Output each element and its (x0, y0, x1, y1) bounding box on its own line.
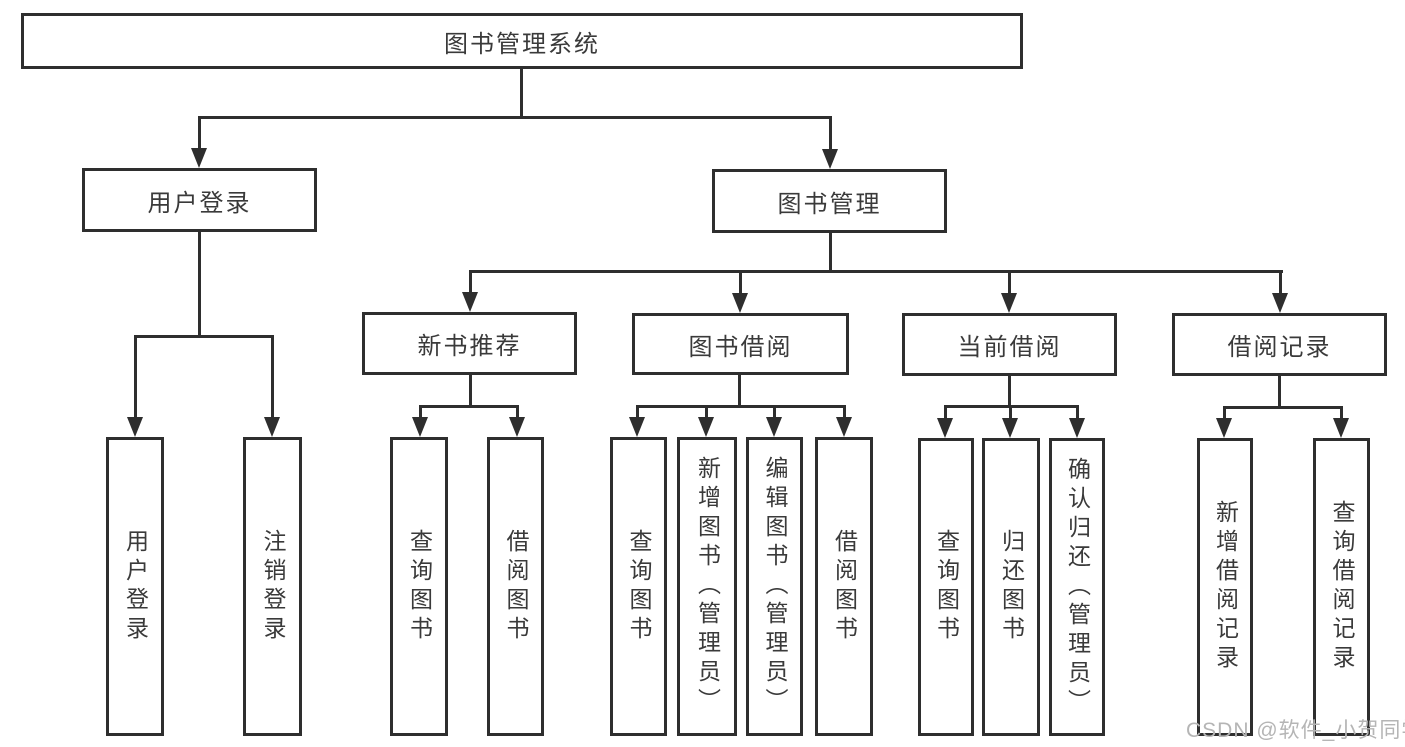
connector-drop-leaf (271, 335, 274, 417)
arrow-down-icon (1272, 293, 1288, 313)
connector-drop-leaf (843, 405, 846, 419)
leaf-confirm-return-admin-label: 确认归还（管理员） (1064, 456, 1091, 718)
node-current-borrowing-label: 当前借阅 (957, 334, 1062, 361)
node-borrowing-records-label: 借阅记录 (1227, 334, 1332, 361)
leaf-return-books-label: 归还图书 (998, 529, 1025, 645)
node-book-management-label: 图书管理 (777, 190, 882, 218)
leaf-borrow-books: 借阅图书 (815, 437, 873, 736)
node-root-label: 图书管理系统 (444, 30, 600, 58)
node-new-book-recommend-label: 新书推荐 (417, 333, 522, 360)
connector-book-borrowing-horizontal (636, 405, 846, 408)
arrow-down-icon (1069, 418, 1085, 438)
arrow-down-icon (412, 417, 428, 437)
connector-borrowing-records-horizontal (1223, 406, 1343, 409)
connector-drop-borrowing-records (1279, 270, 1282, 294)
arrow-down-icon (766, 417, 782, 437)
leaf-add-borrow-record-label: 新增借阅记录 (1212, 500, 1239, 674)
connector-drop-leaf (1009, 405, 1012, 419)
connector-new-book-stem (469, 375, 472, 408)
leaf-user-login-label: 用户登录 (122, 528, 149, 645)
connector-book-management-horizontal (469, 270, 1283, 273)
watermark-text: CSDN @软件_小贺同学 (1186, 719, 1405, 742)
connector-drop-leaf (1076, 405, 1079, 419)
connector-drop-leaf (636, 405, 639, 419)
node-user-login-label: 用户登录 (147, 189, 252, 217)
connector-drop-book-borrowing (739, 270, 742, 294)
connector-book-management-stem (829, 233, 832, 273)
connector-root-horizontal (198, 116, 832, 119)
leaf-add-books-admin: 新增图书（管理员） (677, 437, 737, 736)
connector-drop-leaf (134, 335, 137, 417)
connector-root-stem (520, 69, 523, 119)
leaf-edit-books-admin: 编辑图书（管理员） (746, 437, 803, 736)
leaf-query-books-recommend: 查询图书 (390, 437, 448, 736)
arrow-down-icon (191, 148, 207, 168)
arrow-down-icon (629, 417, 645, 437)
leaf-add-borrow-record: 新增借阅记录 (1197, 438, 1253, 736)
arrow-down-icon (937, 418, 953, 438)
node-user-login: 用户登录 (82, 168, 317, 232)
arrow-down-icon (822, 149, 838, 169)
arrow-down-icon (127, 417, 143, 437)
arrow-down-icon (698, 417, 714, 437)
arrow-down-icon (1002, 418, 1018, 438)
arrow-down-icon (836, 417, 852, 437)
connector-drop-leaf (1340, 406, 1343, 419)
connector-book-borrowing-stem (738, 375, 741, 408)
node-borrowing-records: 借阅记录 (1172, 313, 1387, 376)
arrow-down-icon (1333, 418, 1349, 438)
arrow-down-icon (732, 293, 748, 313)
leaf-return-books: 归还图书 (982, 438, 1040, 736)
node-new-book-recommend: 新书推荐 (362, 312, 577, 375)
arrow-down-icon (509, 417, 525, 437)
leaf-borrow-books-recommend: 借阅图书 (487, 437, 544, 736)
connector-current-borrowing-stem (1008, 376, 1011, 408)
arrow-down-icon (462, 292, 478, 312)
leaf-add-books-admin-label: 新增图书（管理员） (694, 456, 721, 717)
node-root: 图书管理系统 (21, 13, 1023, 69)
connector-drop-new-book-recommend (469, 270, 472, 294)
arrow-down-icon (264, 417, 280, 437)
leaf-query-books-borrowing-label: 查询图书 (626, 528, 652, 645)
leaf-borrow-books-recommend-label: 借阅图书 (503, 528, 529, 645)
connector-new-book-horizontal (419, 405, 519, 408)
node-book-borrowing-label: 图书借阅 (688, 333, 793, 361)
leaf-logout-label: 注销登录 (260, 528, 286, 645)
node-book-management: 图书管理 (712, 169, 947, 233)
leaf-query-borrow-record-label: 查询借阅记录 (1329, 500, 1355, 674)
connector-drop-leaf (1223, 406, 1226, 419)
arrow-down-icon (1216, 418, 1232, 438)
connector-borrowing-records-stem (1278, 376, 1281, 409)
connector-drop-leaf (516, 405, 519, 419)
leaf-query-books-recommend-label: 查询图书 (406, 528, 433, 645)
connector-drop-leaf (705, 405, 708, 419)
arrow-down-icon (1001, 293, 1017, 313)
leaf-query-borrow-record: 查询借阅记录 (1313, 438, 1370, 736)
leaf-logout: 注销登录 (243, 437, 302, 736)
connector-drop-book-management (829, 116, 832, 150)
connector-drop-user-login (198, 116, 201, 150)
connector-user-login-horizontal (134, 335, 274, 338)
connector-drop-leaf (944, 405, 947, 419)
leaf-edit-books-admin-label: 编辑图书（管理员） (762, 456, 788, 717)
connector-user-login-stem (198, 232, 201, 338)
leaf-query-books-current: 查询图书 (918, 438, 974, 736)
node-current-borrowing: 当前借阅 (902, 313, 1117, 376)
connector-drop-current-borrowing (1008, 270, 1011, 294)
leaf-borrow-books-label: 借阅图书 (831, 528, 858, 645)
node-book-borrowing: 图书借阅 (632, 313, 849, 375)
connector-drop-leaf (419, 405, 422, 419)
connector-drop-leaf (773, 405, 776, 419)
leaf-user-login: 用户登录 (106, 437, 164, 736)
leaf-query-books-current-label: 查询图书 (933, 529, 960, 645)
leaf-confirm-return-admin: 确认归还（管理员） (1049, 438, 1105, 736)
leaf-query-books-borrowing: 查询图书 (610, 437, 667, 736)
